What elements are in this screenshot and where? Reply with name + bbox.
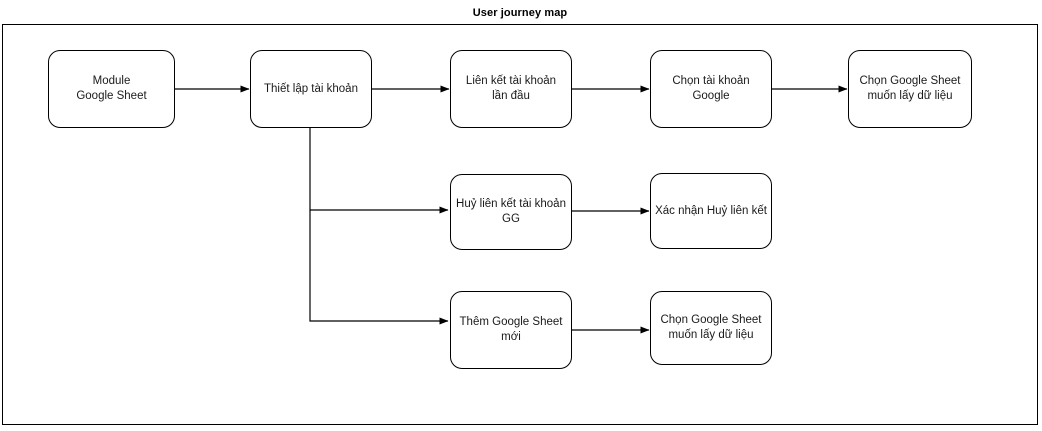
diagram-title-bar: User journey map (2, 2, 1038, 25)
node-lien-ket-tai-khoan-lan-dau[interactable]: Liên kết tài khoản lần đầu (450, 50, 572, 128)
node-label: Chọn Google Sheet muốn lấy dữ liệu (859, 75, 961, 102)
node-label: Module Google Sheet (76, 75, 147, 102)
node-label: Huỷ liên kết tài khoản GG (456, 198, 566, 225)
node-huy-lien-ket-tai-khoan-gg[interactable]: Huỷ liên kết tài khoản GG (450, 174, 572, 250)
node-chon-tai-khoan-google[interactable]: Chọn tài khoản Google (650, 50, 772, 128)
node-xac-nhan-huy-lien-ket[interactable]: Xác nhận Huỷ liên kết (650, 173, 772, 249)
node-module-google-sheet[interactable]: Module Google Sheet (48, 50, 175, 128)
node-chon-google-sheet-muon-lay-du-lieu-2[interactable]: Chọn Google Sheet muốn lấy dữ liệu (650, 291, 772, 365)
node-label: Chọn Google Sheet muốn lấy dữ liệu (660, 314, 762, 341)
node-label: Chọn tài khoản Google (672, 75, 750, 102)
node-label: Xác nhận Huỷ liên kết (655, 204, 767, 217)
node-label: Thiết lập tài khoản (264, 82, 358, 95)
page-title: User journey map (472, 7, 568, 19)
node-label: Thêm Google Sheet mới (459, 316, 563, 343)
node-label: Liên kết tài khoản lần đầu (465, 75, 557, 102)
node-them-google-sheet-moi[interactable]: Thêm Google Sheet mới (450, 291, 572, 369)
node-chon-google-sheet-muon-lay-du-lieu-1[interactable]: Chọn Google Sheet muốn lấy dữ liệu (848, 50, 972, 128)
node-thiet-lap-tai-khoan[interactable]: Thiết lập tài khoản (250, 50, 372, 128)
